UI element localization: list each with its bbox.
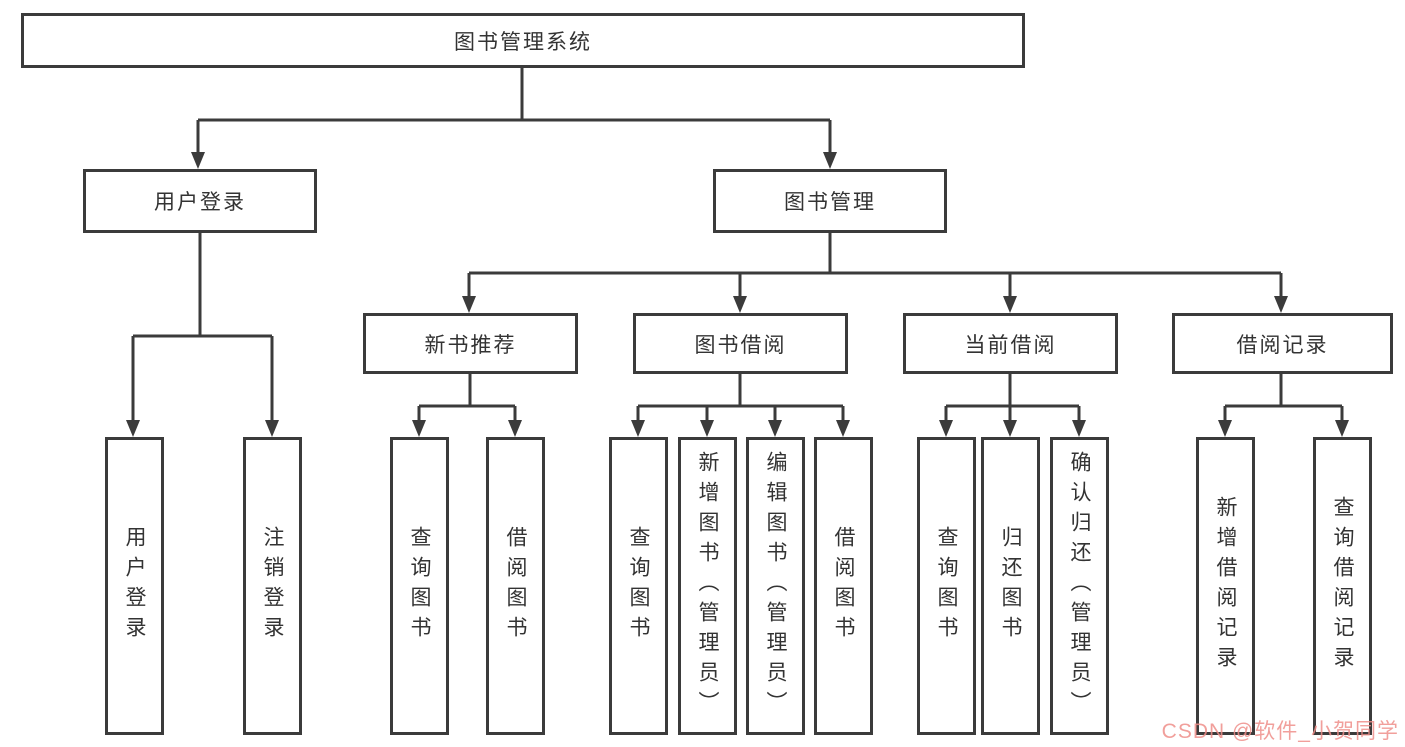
leaf-query-borrow-record: 查询借阅记录: [1313, 437, 1372, 735]
leaf-query-books-current: 查询图书: [917, 437, 976, 735]
node-borrowing-records: 借阅记录: [1172, 313, 1393, 374]
leaf-borrow-books-borrow: 借阅图书: [814, 437, 873, 735]
node-new-book-recommend: 新书推荐: [363, 313, 578, 374]
leaf-query-books-borrow: 查询图书: [609, 437, 668, 735]
leaf-query-books-newbook: 查询图书: [390, 437, 449, 735]
leaf-user-login: 用户登录: [105, 437, 164, 735]
node-user-login: 用户登录: [83, 169, 317, 233]
node-book-management: 图书管理: [713, 169, 947, 233]
watermark: CSDN @软件_小贺同学: [1161, 720, 1399, 743]
connector-lines: [131, 68, 1344, 422]
leaf-borrow-books-newbook: 借阅图书: [486, 437, 545, 735]
leaf-confirm-return-admin: 确认归还（管理员）: [1050, 437, 1109, 735]
leaf-return-books: 归还图书: [981, 437, 1040, 735]
node-current-borrowing: 当前借阅: [903, 313, 1118, 374]
leaf-edit-books-admin: 编辑图书（管理员）: [746, 437, 805, 735]
leaf-logout: 注销登录: [243, 437, 302, 735]
leaf-add-books-admin: 新增图书（管理员）: [678, 437, 737, 735]
node-library-system: 图书管理系统: [21, 13, 1025, 68]
leaf-add-borrow-record: 新增借阅记录: [1196, 437, 1255, 735]
node-book-borrowing: 图书借阅: [633, 313, 848, 374]
